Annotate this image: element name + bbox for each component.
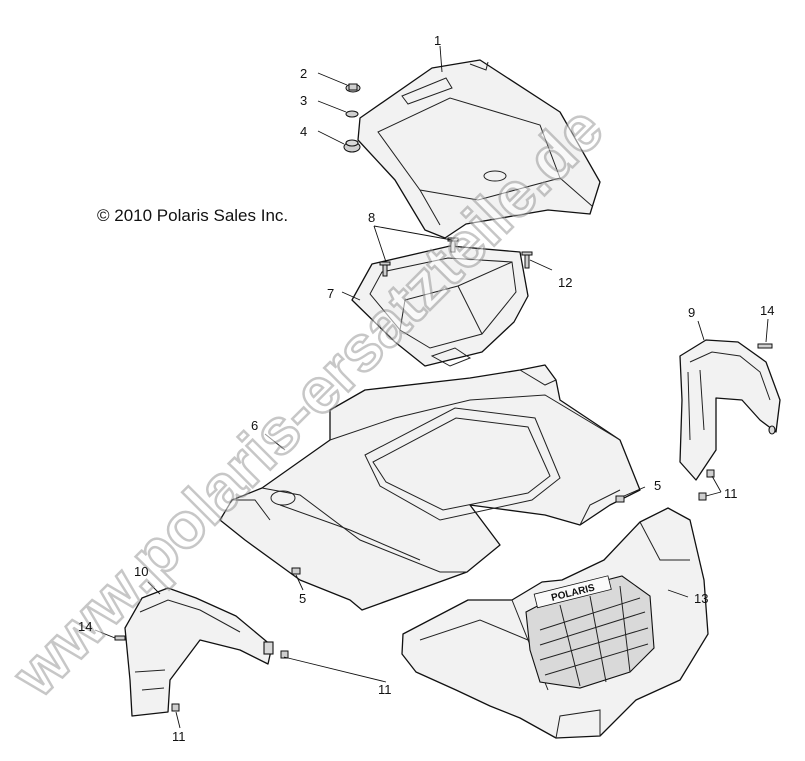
- storage-bin: [351, 245, 529, 367]
- callout-6: 6: [251, 418, 258, 433]
- callout-5-left: 5: [299, 591, 306, 606]
- grommet: [343, 139, 361, 153]
- washer: [345, 110, 359, 118]
- callout-11-center: 11: [378, 682, 392, 697]
- front-bumper-grille: POLARIS: [401, 507, 709, 739]
- callout-1: 1: [434, 33, 441, 48]
- left-fender: [124, 587, 274, 717]
- fender-screw: [114, 343, 773, 641]
- callout-14-left: 14: [78, 619, 92, 634]
- leader-lines: [94, 45, 769, 729]
- hood-cover: [357, 59, 601, 239]
- callout-5-right: 5: [654, 478, 661, 493]
- callout-12: 12: [558, 275, 572, 290]
- callout-10: 10: [134, 564, 148, 579]
- callout-11-left: 11: [172, 729, 186, 744]
- front-cab: [219, 364, 641, 611]
- callout-4: 4: [300, 124, 307, 139]
- callout-9: 9: [688, 305, 695, 320]
- push-rivet: [171, 469, 715, 712]
- fastener: [345, 83, 361, 93]
- callout-2: 2: [300, 66, 307, 81]
- screw: [379, 237, 459, 277]
- callout-13: 13: [694, 591, 708, 606]
- bolt: [521, 251, 533, 269]
- callout-14-right: 14: [760, 303, 774, 318]
- copyright-notice: © 2010 Polaris Sales Inc.: [97, 206, 288, 225]
- right-fender: [679, 339, 781, 481]
- callout-11-right: 11: [724, 486, 738, 501]
- clip: [291, 495, 625, 575]
- callout-7: 7: [327, 286, 334, 301]
- callout-8: 8: [368, 210, 375, 225]
- callout-3: 3: [300, 93, 307, 108]
